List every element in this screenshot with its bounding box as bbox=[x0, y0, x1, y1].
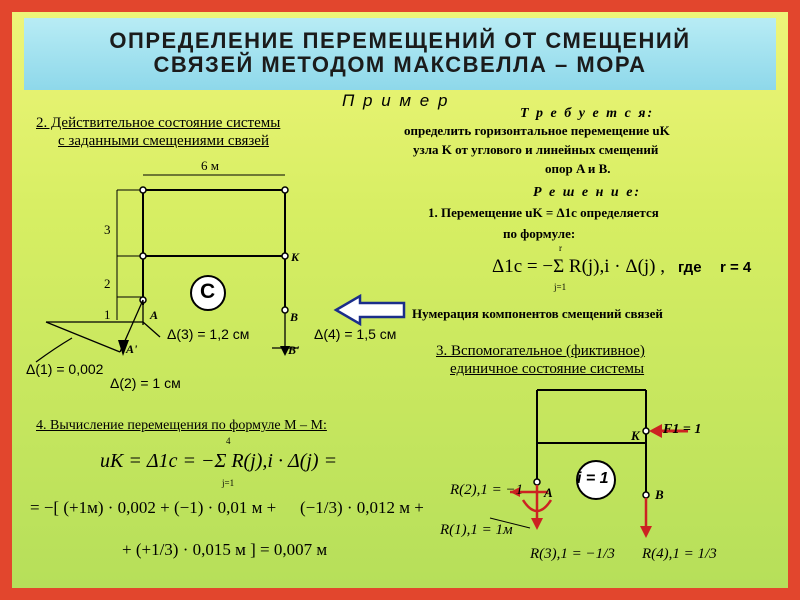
solution-sum-bottom: j=1 bbox=[554, 282, 567, 292]
section2-heading-line2: с заданными смещениями связей bbox=[58, 133, 269, 149]
required-line3: опор A и B. bbox=[545, 161, 611, 176]
example-label: П р и м е р bbox=[342, 91, 450, 110]
solution-r-eq: r = 4 bbox=[720, 259, 752, 276]
force-f1-head bbox=[649, 424, 662, 438]
reaction-r41: R(4),1 = 1/3 bbox=[642, 546, 717, 562]
disp-a-horiz: Δ(2) = 1 см bbox=[110, 375, 181, 391]
force-f1-label: F1 = 1 bbox=[663, 422, 702, 437]
solution-line1: 1. Перемещение uK = Δ1c определяется bbox=[428, 205, 659, 220]
section4-sum-top: 4 bbox=[226, 436, 231, 446]
unit-label-b: B bbox=[655, 487, 664, 502]
solution-where: где bbox=[678, 259, 702, 276]
slide-title-line2: СВЯЗЕЙ МЕТОДОМ МАКСВЕЛЛА – МОРА bbox=[153, 52, 647, 77]
reaction-r21: R(2),1 = −1 bbox=[450, 482, 524, 498]
solution-heading: Р е ш е н и е: bbox=[533, 185, 642, 200]
support-b-prime bbox=[280, 346, 290, 356]
title-bar bbox=[24, 18, 776, 90]
unit-node-a-hinge bbox=[533, 478, 541, 486]
section3-heading-line1: 3. Вспомогательное (фиктивное) bbox=[436, 343, 645, 359]
unit-node-k bbox=[642, 427, 650, 435]
section4-eq3: + (+1/3) · 0,015 м ] = 0,007 м bbox=[122, 540, 328, 559]
reaction-r31: R(3),1 = −1/3 bbox=[530, 546, 615, 562]
dim-width: 6 м bbox=[201, 158, 219, 173]
node-top-left bbox=[139, 186, 147, 194]
node-top-right bbox=[281, 186, 289, 194]
section4-eq2-a: = −[ (+1м) · 0,002 + (−1) · 0,01 м + bbox=[30, 498, 277, 517]
reaction-a-vert-head bbox=[531, 518, 543, 530]
unit-label-k: K bbox=[631, 428, 640, 443]
disp-a-vert: Δ(3) = 1,2 см bbox=[167, 326, 250, 342]
section4-heading: 4. Вычисление перемещения по формуле М –… bbox=[36, 418, 327, 433]
reaction-r11: R(1),1 = 1м bbox=[440, 522, 513, 538]
unit-frame-members bbox=[536, 389, 647, 495]
state-i-label: i = 1 bbox=[577, 470, 609, 487]
required-heading: Т р е б у е т с я: bbox=[520, 106, 655, 121]
label-node-b-prime: B' bbox=[288, 343, 300, 357]
node-b bbox=[281, 306, 289, 314]
reaction-a-horiz-head bbox=[510, 487, 520, 497]
frame-members bbox=[142, 189, 286, 310]
disp-a-rot: Δ(1) = 0,002 bbox=[26, 361, 104, 377]
slide-title-line1: ОПРЕДЕЛЕНИЕ ПЕРЕМЕЩЕНИЙ ОТ СМЕЩЕНИЙ bbox=[109, 28, 691, 53]
section2-heading-line1: 2. Действительное состояние системы bbox=[36, 115, 281, 131]
state-c-circle bbox=[190, 275, 226, 311]
state-i-circle bbox=[576, 460, 616, 500]
node-k bbox=[281, 252, 289, 260]
reaction-b-head bbox=[640, 526, 652, 538]
dim-1: 1 bbox=[104, 307, 111, 322]
section4-eq1: uK = Δ1c = −Σ R(j),i · Δ(j) = bbox=[100, 450, 338, 472]
dimension-lines bbox=[116, 174, 285, 320]
state-c-label: C bbox=[200, 280, 216, 303]
label-node-b: B bbox=[290, 310, 299, 324]
dim-3: 3 bbox=[104, 222, 111, 237]
numbering-arrow bbox=[333, 293, 406, 327]
dim-2: 2 bbox=[104, 276, 111, 291]
unit-label-a: A bbox=[544, 485, 553, 500]
numbering-label: Нумерация компонентов смещений связей bbox=[412, 306, 663, 321]
label-node-a-prime: A' bbox=[126, 342, 138, 356]
node-mid-left bbox=[139, 252, 147, 260]
required-line1: определить горизонтальное перемещение uK bbox=[404, 123, 670, 138]
solution-line2: по формуле: bbox=[503, 226, 576, 241]
label-node-k: K bbox=[291, 250, 300, 264]
section4-sum-bottom: j=1 bbox=[222, 478, 235, 488]
section3-heading-line2: единичное состояние системы bbox=[450, 361, 645, 377]
required-line2: узла K от углового и линейных смещений bbox=[413, 142, 659, 157]
disp-b-vert: Δ(4) = 1,5 см bbox=[314, 326, 397, 342]
solution-formula: Δ1c = −Σ R(j),i · Δ(j) , bbox=[492, 256, 666, 277]
label-node-a: A bbox=[150, 308, 159, 322]
section4-eq2-b: (−1/3) · 0,012 м + bbox=[300, 498, 424, 517]
reaction-a-leader bbox=[489, 517, 531, 529]
unit-node-b bbox=[642, 491, 650, 499]
solution-sum-top: r bbox=[559, 243, 562, 253]
support-a-prime bbox=[118, 340, 129, 356]
